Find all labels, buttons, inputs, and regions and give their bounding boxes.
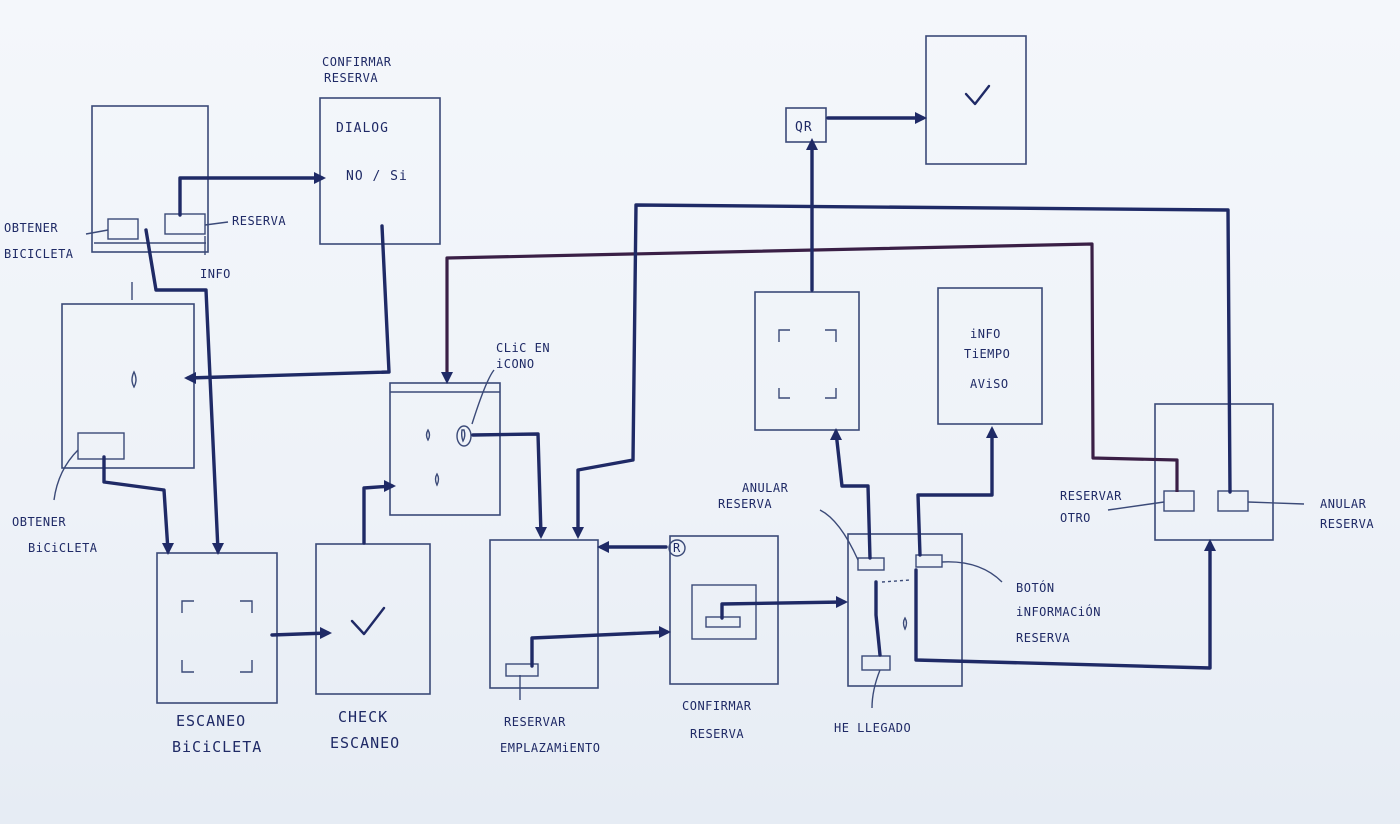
reservation-screen xyxy=(847,533,963,687)
label-reservar-otro-2: OTRO xyxy=(1060,511,1091,525)
arrowheads xyxy=(162,112,1216,639)
label-confirmar-reserva-top: CONFIRMAR xyxy=(322,55,392,69)
label-obtener-bicicleta-left: OBTENER xyxy=(12,515,66,529)
label-anular-reserva-mid-2: RESERVA xyxy=(718,497,772,511)
scan-bike-screen xyxy=(156,552,278,704)
label-confirmar-reserva-bottom: CONFIRMAR xyxy=(682,699,752,713)
reservar-emplazamiento-button[interactable] xyxy=(505,663,539,677)
label-clic-en-icono-2: iCONO xyxy=(496,357,535,371)
label-anular-reserva-mid: ANULAR xyxy=(742,481,789,495)
reserva-button-top[interactable] xyxy=(164,213,206,235)
map-screen xyxy=(61,303,195,469)
dialog-title: DIALOG xyxy=(336,121,389,136)
label-escaneo-bicicleta-2: BiCiCLETA xyxy=(172,738,262,756)
map-pin-icons xyxy=(131,370,908,631)
label-confirmar-reserva-top-2: RESERVA xyxy=(324,71,378,85)
label-reservar-emplazamiento-2: EMPLAZAMiENTO xyxy=(500,741,600,755)
label-info: INFO xyxy=(200,267,231,281)
label-qr: QR xyxy=(795,120,813,135)
right-reserve-screen xyxy=(1154,403,1274,541)
checkmark-icon-scan xyxy=(350,606,386,636)
label-anular-reserva-right: ANULAR xyxy=(1320,497,1367,511)
anular-reserva-right-button[interactable] xyxy=(1217,490,1249,512)
label-obtener-bicicleta-top-2: BICICLETA xyxy=(4,247,74,261)
label-escaneo-bicicleta: ESCANEO xyxy=(176,712,246,730)
info-reserva-button[interactable] xyxy=(915,554,943,568)
label-check-escaneo: CHECK xyxy=(338,708,388,726)
reservar-otro-button[interactable] xyxy=(1163,490,1195,512)
label-clic-en-icono: CLiC EN xyxy=(496,341,550,355)
flow-connectors xyxy=(102,116,1232,670)
confirm-dialog-box xyxy=(691,584,757,640)
obtener-bicicleta-button-map[interactable] xyxy=(77,432,125,460)
annotation-arrows xyxy=(53,221,1305,709)
label-info-tiempo-2: TiEMPO xyxy=(964,347,1010,361)
dialog-options: NO / Si xyxy=(346,169,408,184)
label-reserva: RESERVA xyxy=(232,214,286,228)
label-info-tiempo: iNFO xyxy=(970,327,1001,341)
anular-reserva-button[interactable] xyxy=(857,557,885,571)
scan-corners-qr xyxy=(778,329,837,399)
r-badge xyxy=(668,539,686,557)
scan-corners-bottom xyxy=(181,600,253,673)
label-check-escaneo-2: ESCANEO xyxy=(330,734,400,752)
qr-scan-screen xyxy=(754,291,860,431)
checkmark-icon-success xyxy=(964,84,991,106)
success-screen xyxy=(925,35,1027,165)
dialog-screen xyxy=(319,97,441,245)
label-anular-reserva-right-2: RESERVA xyxy=(1320,517,1374,531)
label-confirmar-reserva-bottom-2: RESERVA xyxy=(690,727,744,741)
label-reservar-otro: RESERVAR xyxy=(1060,489,1122,503)
label-boton-info: BOTÓN xyxy=(1016,580,1055,595)
map-icons-screen xyxy=(389,382,501,516)
obtener-bicicleta-button-top[interactable] xyxy=(107,218,139,240)
label-obtener-bicicleta-top: OBTENER xyxy=(4,221,58,235)
label-boton-info-3: RESERVA xyxy=(1016,631,1070,645)
label-boton-info-2: iNFORMACiÓN xyxy=(1016,604,1101,619)
check-scan-screen xyxy=(315,543,431,695)
qr-box xyxy=(785,107,827,143)
label-obtener-bicicleta-left-2: BiCiCLETA xyxy=(28,541,98,555)
confirm-reserve-screen xyxy=(669,535,779,685)
r-badge-text: R xyxy=(673,541,681,555)
label-aviso: AViSO xyxy=(970,377,1009,391)
label-he-llegado: HE LLEGADO xyxy=(834,721,911,735)
info-time-screen xyxy=(937,287,1043,425)
label-reservar-emplazamiento: RESERVAR xyxy=(504,715,566,729)
reserve-spot-screen xyxy=(489,539,599,689)
he-llegado-button[interactable] xyxy=(861,655,891,671)
